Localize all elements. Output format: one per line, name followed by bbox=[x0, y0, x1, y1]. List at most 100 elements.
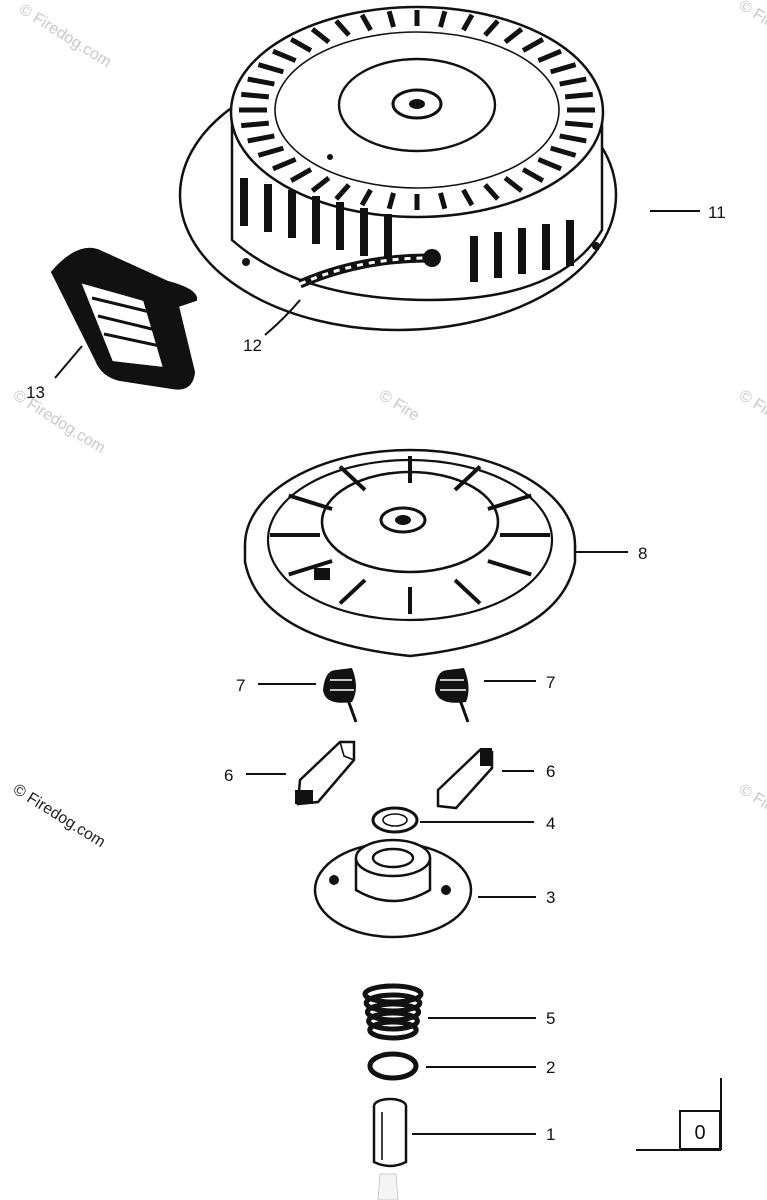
spring-coil bbox=[366, 1010, 420, 1032]
vent-slat bbox=[461, 13, 475, 32]
housing-side-slots bbox=[240, 178, 574, 282]
vent-slat bbox=[257, 62, 285, 75]
page-marker-number: 0 bbox=[694, 1122, 705, 1144]
vent-slat bbox=[564, 120, 594, 129]
side-slot bbox=[566, 220, 574, 266]
pulley-rib bbox=[487, 493, 532, 511]
part-12-starter-rope bbox=[298, 253, 429, 289]
callout-8: 8 bbox=[638, 544, 647, 563]
watermark-lower-right: © Fire bbox=[736, 781, 767, 819]
side-slot bbox=[494, 232, 502, 278]
vent-slat bbox=[334, 19, 351, 37]
vent-slat bbox=[564, 91, 594, 100]
vent-slat bbox=[503, 27, 524, 45]
vent-slat bbox=[240, 120, 270, 129]
side-slot bbox=[288, 190, 296, 238]
part-3-cam-plate bbox=[313, 838, 473, 939]
vent-slat bbox=[272, 48, 297, 63]
vent-slat bbox=[521, 167, 545, 183]
callout-11: 11 bbox=[708, 203, 726, 222]
vent-slat bbox=[289, 167, 313, 183]
vent-slat bbox=[503, 175, 524, 193]
vent-slat bbox=[334, 183, 351, 201]
vent-slat bbox=[483, 183, 500, 201]
pulley-rib bbox=[338, 465, 367, 492]
pulley-rib bbox=[487, 559, 532, 577]
part-4-washer bbox=[371, 806, 419, 834]
vent-slat bbox=[549, 145, 577, 158]
vent-slat bbox=[386, 10, 396, 28]
page-marker: 0 bbox=[636, 1078, 722, 1151]
pulley-rib bbox=[338, 578, 367, 605]
vent-slat bbox=[310, 27, 331, 45]
vent-slat bbox=[240, 91, 270, 100]
pulley-rib bbox=[288, 559, 333, 577]
callout-12: 12 bbox=[243, 336, 262, 355]
housing-vent-slats bbox=[239, 10, 595, 210]
part-6-pawl-left bbox=[295, 740, 356, 806]
pulley-rib bbox=[288, 493, 333, 511]
vent-slat bbox=[537, 157, 562, 172]
callout-2: 2 bbox=[546, 1058, 555, 1077]
vent-slat bbox=[359, 188, 373, 207]
part-7-spring-right bbox=[435, 668, 470, 723]
vent-slat bbox=[521, 37, 545, 53]
vent-slat bbox=[289, 37, 313, 53]
vent-slat bbox=[559, 133, 587, 144]
callout-6-right: 6 bbox=[546, 762, 555, 781]
pulley-ribs bbox=[270, 456, 550, 614]
part-13-starter-handle bbox=[50, 247, 198, 390]
part-6-pawl-right bbox=[436, 748, 494, 810]
side-slot bbox=[470, 236, 478, 282]
leader-13 bbox=[54, 345, 83, 379]
vent-slat bbox=[483, 19, 500, 37]
leader-12 bbox=[264, 299, 301, 336]
side-slot bbox=[240, 178, 248, 226]
part-7-spring-left bbox=[323, 668, 358, 723]
watermark-mid-left: © Firedog.com bbox=[10, 387, 108, 457]
vent-slat bbox=[310, 175, 331, 193]
spring-coil bbox=[367, 1019, 419, 1041]
vent-slat bbox=[257, 145, 285, 158]
watermark-top-left: © Firedog.com bbox=[16, 1, 114, 71]
vent-slat bbox=[549, 62, 577, 75]
part-2-washer bbox=[367, 1051, 419, 1081]
side-slot bbox=[384, 214, 392, 262]
part-11-starter-housing bbox=[178, 5, 618, 332]
part-1-shaft bbox=[372, 1097, 408, 1200]
side-slot bbox=[336, 202, 344, 250]
watermark-mid-center: © Fire bbox=[376, 387, 422, 425]
callout-7-right: 7 bbox=[546, 673, 555, 692]
vent-slat bbox=[438, 10, 448, 28]
part-8-pulley bbox=[243, 448, 577, 658]
vent-slat bbox=[247, 76, 275, 87]
callout-6-left: 6 bbox=[224, 766, 233, 785]
callout-4: 4 bbox=[546, 814, 555, 833]
pulley-rib bbox=[453, 465, 482, 492]
vent-slat bbox=[272, 157, 297, 172]
watermark-top-right: © Fire bbox=[736, 0, 767, 35]
vent-slat bbox=[559, 76, 587, 87]
vent-slat bbox=[438, 192, 448, 210]
side-slot bbox=[518, 228, 526, 274]
side-slot bbox=[542, 224, 550, 270]
callout-5: 5 bbox=[546, 1009, 555, 1028]
side-slot bbox=[360, 208, 368, 256]
watermark-lower-left-dark: © Firedog.com bbox=[10, 781, 108, 851]
callout-13: 13 bbox=[26, 383, 45, 402]
part-5-spring bbox=[362, 983, 424, 1041]
callout-labels: 11 12 13 8 7 7 6 6 4 3 5 2 1 bbox=[26, 203, 726, 1144]
vent-slat bbox=[247, 133, 275, 144]
leader-lines bbox=[54, 210, 700, 1135]
side-slot bbox=[312, 196, 320, 244]
vent-slat bbox=[359, 13, 373, 32]
side-slot bbox=[264, 184, 272, 232]
callout-3: 3 bbox=[546, 888, 555, 907]
watermark-mid-right: © Fire bbox=[736, 387, 767, 425]
callout-1: 1 bbox=[546, 1125, 555, 1144]
pulley-rib bbox=[453, 578, 482, 605]
vent-slat bbox=[461, 188, 475, 207]
vent-slat bbox=[386, 192, 396, 210]
callout-7-left: 7 bbox=[236, 676, 245, 695]
